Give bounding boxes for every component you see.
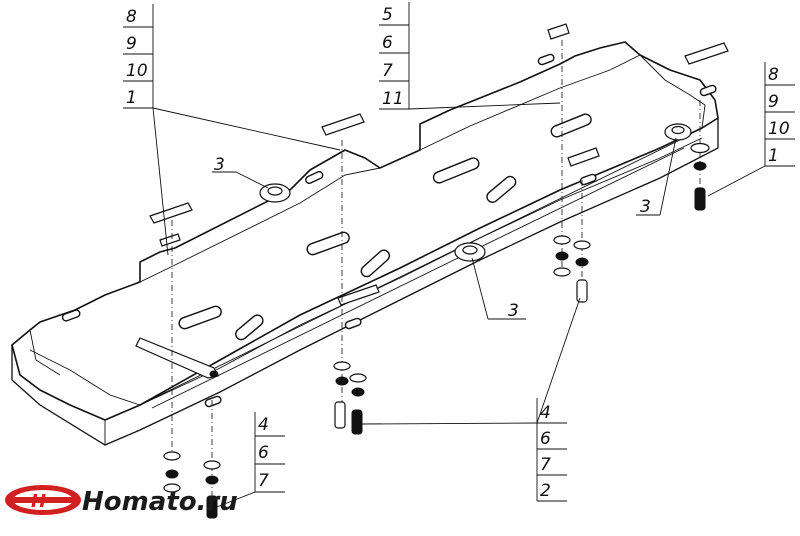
callout-part-3-left: 3 [212, 155, 269, 189]
fastener-stacks [163, 142, 710, 519]
rubber-bumper-right [664, 123, 692, 141]
logo-text: Homato.ru [82, 487, 238, 517]
callout-label: 7 [258, 471, 269, 491]
callout-label: 2 [540, 481, 551, 501]
callout-label: 10 [768, 119, 790, 139]
callout-top-left: 8 9 10 1 [123, 4, 341, 256]
part-label: 3 [640, 197, 651, 217]
nut-plates [149, 23, 729, 306]
callout-label: 11 [382, 89, 404, 109]
callout-part-3-right: 3 [636, 137, 677, 217]
callout-right: 8 9 10 1 [707, 62, 795, 197]
callout-bottom-left: 4 6 7 [213, 412, 285, 509]
svg-text:H: H [31, 491, 46, 512]
callout-bottom-center: 4 6 7 2 [361, 297, 581, 502]
callout-label: 8 [126, 7, 137, 27]
tow-bar [135, 337, 219, 379]
rubber-bumper-left [259, 183, 291, 203]
callout-label: 9 [126, 34, 137, 54]
callout-label: 6 [540, 429, 551, 449]
part-label: 3 [214, 155, 225, 175]
homato-logo: H Homato.ru [5, 485, 238, 517]
callout-label: 10 [126, 61, 148, 81]
callout-label: 5 [382, 5, 393, 25]
callout-top-center: 5 6 7 11 [379, 2, 561, 110]
callout-label: 9 [768, 92, 779, 112]
callout-label: 6 [258, 443, 269, 463]
plate-slots [61, 53, 717, 408]
callout-label: 1 [768, 146, 779, 166]
callout-label: 1 [126, 88, 137, 108]
callout-label: 4 [540, 403, 551, 423]
callout-label: 8 [768, 65, 779, 85]
callout-part-3-center: 3 [471, 257, 526, 321]
callout-label: 7 [540, 455, 551, 475]
callout-label: 4 [258, 415, 269, 435]
rubber-bumper-center [454, 242, 486, 262]
part-label: 3 [508, 301, 519, 321]
skid-plate [11, 41, 719, 446]
callout-label: 7 [382, 61, 393, 81]
callout-label: 6 [382, 33, 393, 53]
